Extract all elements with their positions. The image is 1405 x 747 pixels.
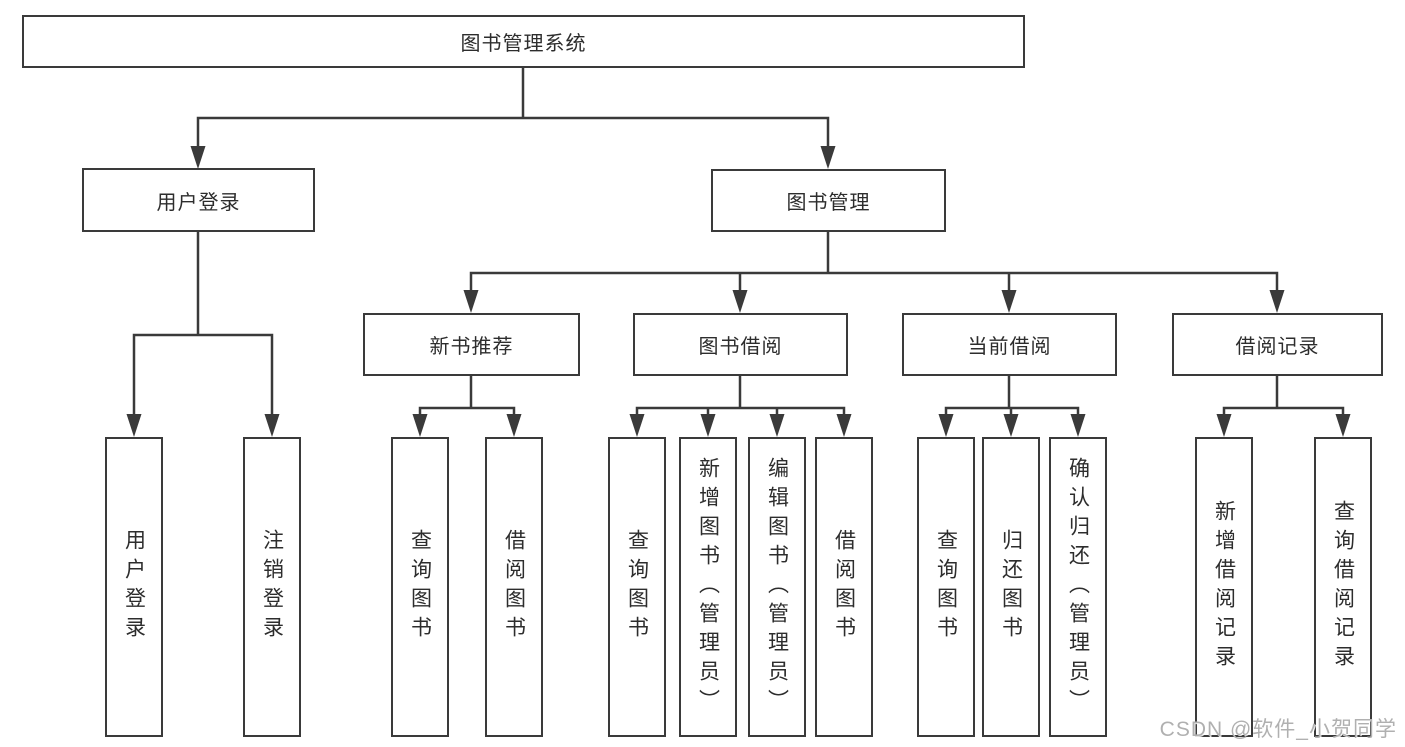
node-root-label: 图书管理系统	[460, 33, 587, 55]
node-leaf-query-borrow-record: 查询借阅记录	[1314, 437, 1372, 737]
node-leaf-return-book: 归还图书	[982, 437, 1040, 737]
node-leaf-add-borrow-record: 新增借阅记录	[1195, 437, 1253, 737]
node-leaf-return-book-label: 归还图书	[999, 529, 1023, 645]
node-leaf-query-borrow-record-label: 查询借阅记录	[1331, 500, 1355, 674]
node-book-management-label: 图书管理	[786, 192, 871, 214]
node-leaf-confirm-return-admin: 确认归还（管理员）	[1049, 437, 1107, 737]
connector-book-borrowing-to-children	[629, 374, 852, 437]
connector-book-management-to-level2	[463, 230, 1285, 313]
node-leaf-logout: 注销登录	[243, 437, 301, 737]
node-leaf-query-books-borrowing: 查询图书	[608, 437, 666, 737]
node-book-borrowing-label: 图书借阅	[698, 336, 783, 358]
connector-root-to-level1	[190, 66, 836, 169]
connector-new-book-recommendation-to-children	[412, 374, 522, 437]
node-leaf-query-books-borrowing-label: 查询图书	[625, 529, 649, 645]
node-borrowing-records-label: 借阅记录	[1235, 336, 1320, 358]
node-current-borrowing: 当前借阅	[902, 313, 1117, 376]
csdn-watermark: CSDN @软件_小贺同学	[1159, 718, 1397, 741]
node-leaf-borrow-books-recommend: 借阅图书	[485, 437, 543, 737]
connector-user-login-to-children	[126, 230, 280, 437]
node-leaf-add-book-admin-label: 新增图书（管理员）	[696, 456, 720, 718]
node-leaf-edit-book-admin-label: 编辑图书（管理员）	[765, 456, 789, 718]
node-user-login: 用户登录	[82, 168, 315, 232]
node-user-login-label: 用户登录	[156, 191, 241, 214]
node-borrowing-records: 借阅记录	[1172, 313, 1383, 376]
connector-current-borrowing-to-children	[938, 374, 1086, 437]
node-leaf-borrow-books-borrowing: 借阅图书	[815, 437, 873, 737]
node-new-book-recommendation-label: 新书推荐	[429, 336, 514, 358]
node-leaf-borrow-books-recommend-label: 借阅图书	[502, 529, 526, 645]
node-new-book-recommendation: 新书推荐	[363, 313, 580, 376]
node-current-borrowing-label: 当前借阅	[967, 336, 1052, 358]
node-leaf-confirm-return-admin-label: 确认归还（管理员）	[1066, 456, 1090, 718]
node-leaf-query-books-current: 查询图书	[917, 437, 975, 737]
node-leaf-user-login: 用户登录	[105, 437, 163, 737]
node-leaf-borrow-books-borrowing-label: 借阅图书	[832, 529, 856, 645]
connector-borrowing-records-to-children	[1216, 374, 1351, 437]
node-book-borrowing: 图书借阅	[633, 313, 848, 376]
node-leaf-logout-label: 注销登录	[260, 529, 284, 645]
node-leaf-query-books-recommend: 查询图书	[391, 437, 449, 737]
node-leaf-add-borrow-record-label: 新增借阅记录	[1212, 500, 1236, 674]
node-book-management: 图书管理	[711, 169, 946, 232]
node-leaf-user-login-label: 用户登录	[122, 529, 146, 645]
node-leaf-edit-book-admin: 编辑图书（管理员）	[748, 437, 806, 737]
node-leaf-query-books-current-label: 查询图书	[934, 529, 958, 645]
node-leaf-query-books-recommend-label: 查询图书	[408, 529, 432, 645]
node-leaf-add-book-admin: 新增图书（管理员）	[679, 437, 737, 737]
node-root-system: 图书管理系统	[22, 15, 1025, 68]
